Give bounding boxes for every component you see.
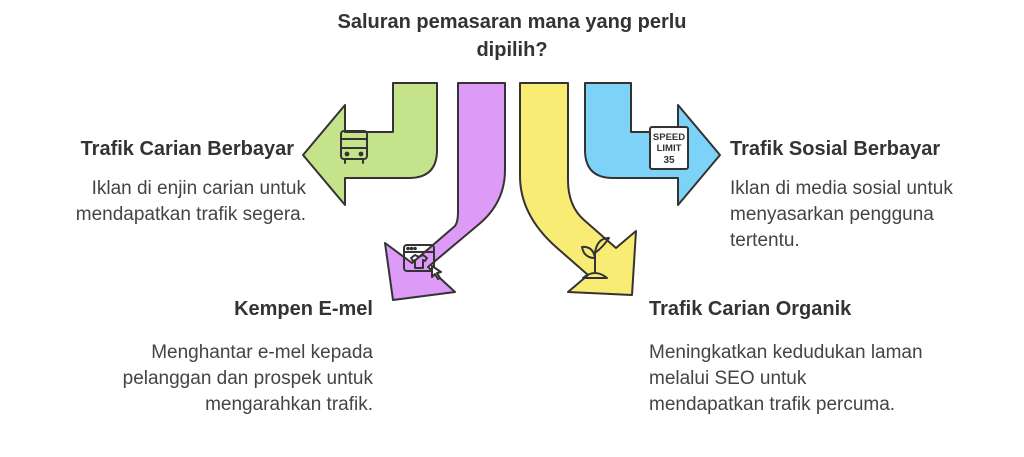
diagram-title: Saluran pemasaran mana yang perlu dipili… (337, 11, 687, 61)
paid-social-label: Trafik Sosial Berbayar (730, 138, 941, 160)
email-campaign-label: Kempen E-mel (234, 298, 373, 320)
arrow-email (384, 82, 506, 301)
bus-icon (340, 130, 368, 164)
sprout-icon (581, 237, 610, 279)
browser-shirt-icon (403, 244, 442, 280)
paid-search-label: Trafik Carian Berbayar (80, 138, 294, 160)
speed-limit-sign-icon: SPEED LIMIT 35 (649, 126, 689, 170)
svg-text:SPEED: SPEED (653, 132, 685, 143)
email-campaign-description: Menghantar e-mel kepada pelanggan dan pr… (122, 342, 373, 415)
paid-search-description: Iklan di enjin carian untuk mendapatkan … (75, 178, 306, 225)
arrow-paid-search (302, 82, 438, 206)
svg-text:35: 35 (663, 155, 675, 166)
organic-search-description: Meningkatkan kedudukan laman melalui SEO… (649, 342, 923, 415)
paid-social-description: Iklan di media sosial untuk menyasarkan … (730, 178, 953, 251)
svg-text:LIMIT: LIMIT (657, 143, 682, 154)
organic-search-label: Trafik Carian Organik (649, 298, 852, 320)
